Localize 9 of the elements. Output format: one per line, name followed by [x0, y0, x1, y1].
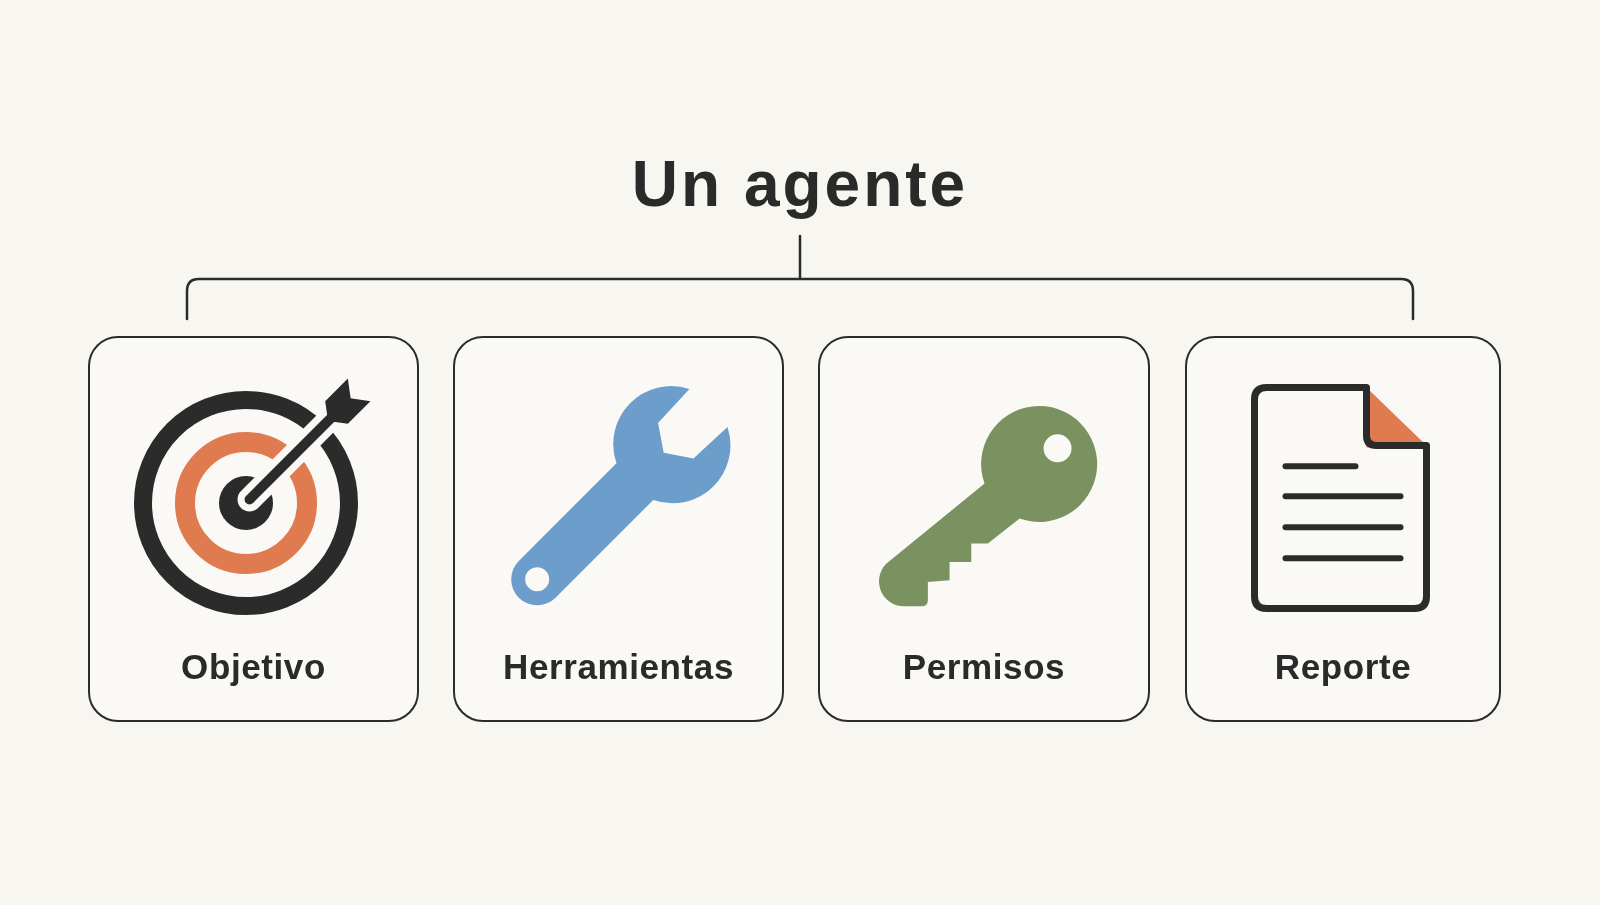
card: [453, 336, 784, 722]
card-label: Permisos: [902, 647, 1066, 687]
card-label: Herramientas: [503, 647, 734, 687]
card: [1185, 336, 1501, 722]
title: Un agente: [631, 147, 969, 221]
card-label: Reporte: [1274, 647, 1412, 687]
card: [818, 336, 1150, 722]
card-label: Objetivo: [181, 647, 326, 687]
card: [88, 336, 419, 722]
